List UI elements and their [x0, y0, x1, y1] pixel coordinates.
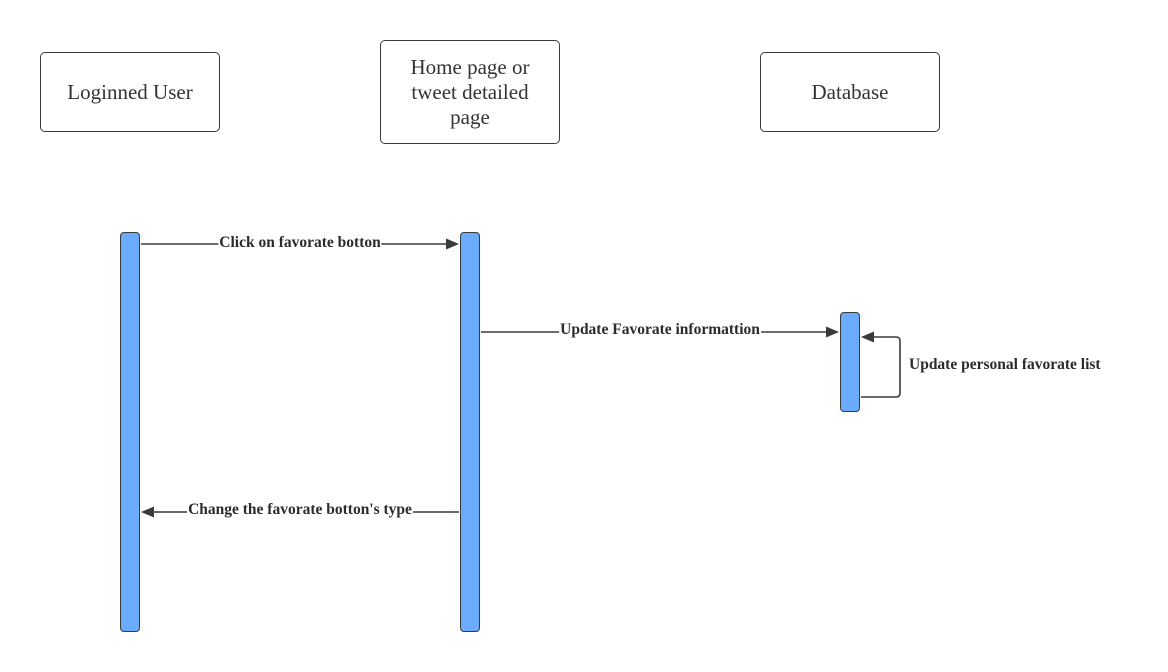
message-label-update-personal: Update personal favorate list: [908, 356, 1102, 374]
actor-label-database: Database: [811, 79, 889, 104]
message-label-click-favorate: Click on favorate botton: [218, 234, 382, 252]
actor-label-user: Loginned User: [67, 79, 193, 104]
activation-bar-database[interactable]: [840, 312, 860, 412]
actor-loginned-user[interactable]: Loginned User: [40, 52, 220, 132]
message-label-update-favorate: Update Favorate informattion: [559, 321, 761, 339]
arrow-self-update[interactable]: [861, 336, 901, 398]
actor-home-page[interactable]: Home page or tweet detailed page: [380, 40, 560, 144]
arrowhead-update-favorate: [826, 326, 839, 338]
activation-bar-user[interactable]: [120, 232, 140, 632]
activation-bar-page[interactable]: [460, 232, 480, 632]
actor-label-page: Home page or tweet detailed page: [410, 54, 530, 129]
arrowhead-change-type: [141, 506, 154, 518]
message-label-change-type: Change the favorate botton's type: [187, 501, 413, 519]
arrowhead-click-favorate: [446, 238, 459, 250]
actor-database[interactable]: Database: [760, 52, 940, 132]
arrowhead-self-update: [861, 331, 874, 343]
